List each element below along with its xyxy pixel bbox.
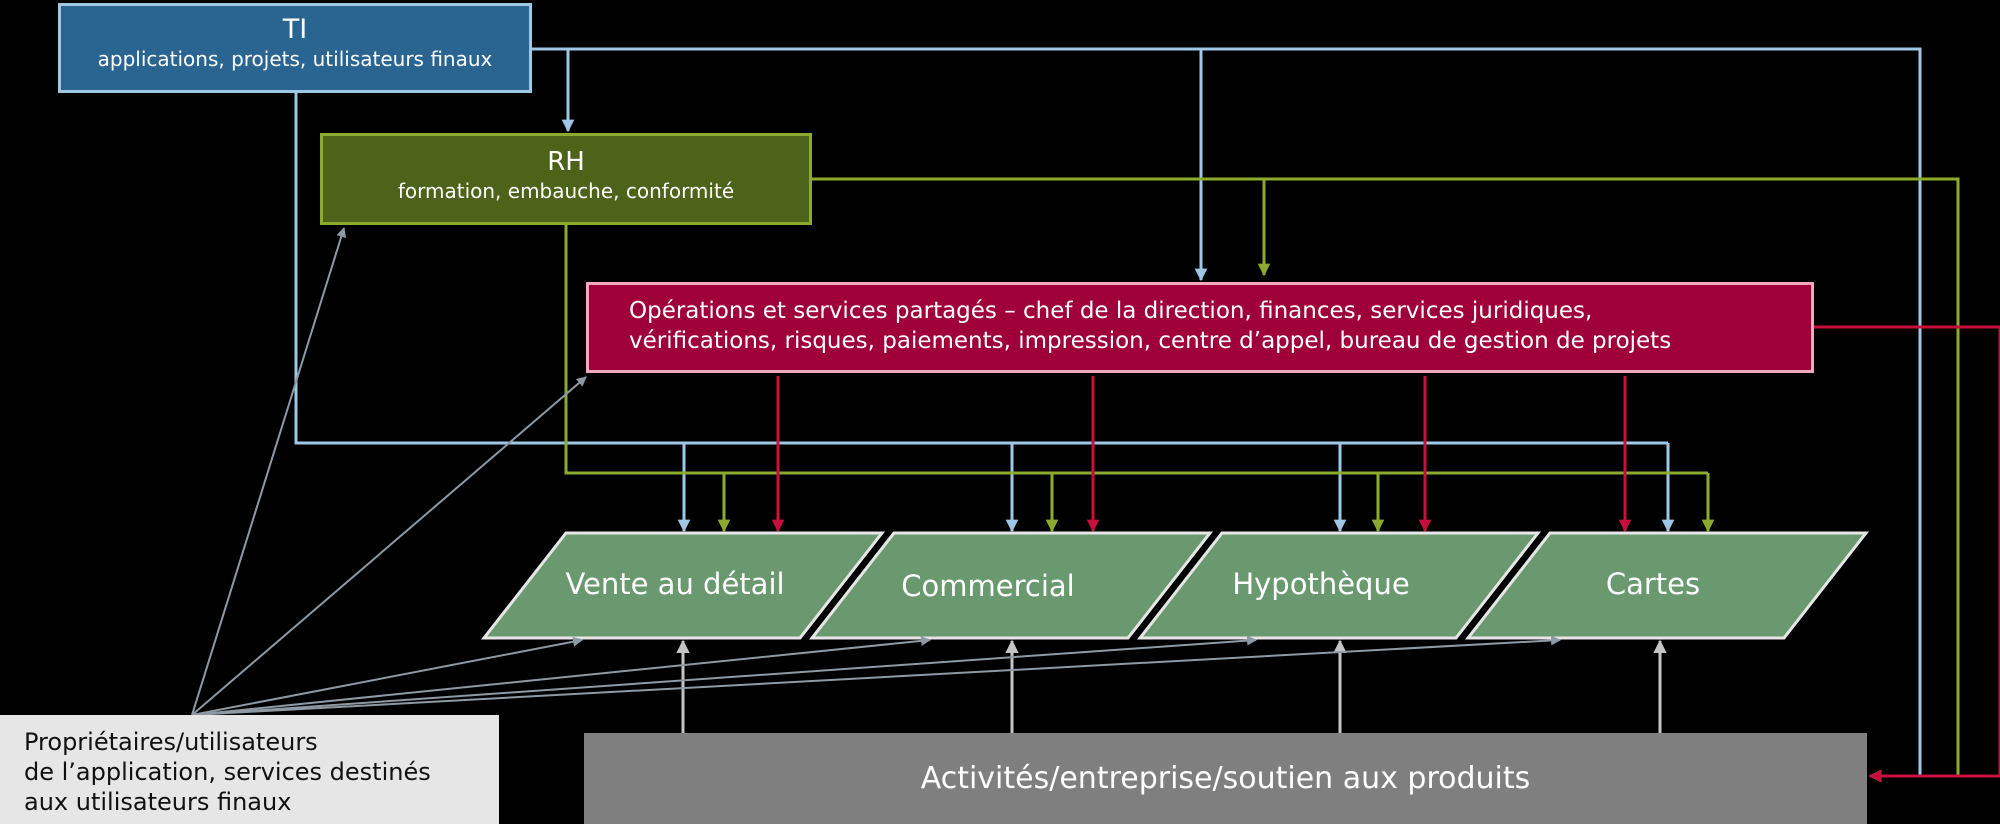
commercial-shape	[808, 531, 1214, 640]
operations-line-2: vérifications, risques, paiements, impre…	[629, 328, 1672, 354]
support-connectors	[676, 639, 1667, 733]
ti-title: TI	[282, 14, 308, 45]
rh-to-operations-arrow	[812, 177, 1271, 277]
owners-line-2: de l’application, services destinés	[24, 758, 431, 786]
ti-to-rh-arrow	[532, 47, 575, 133]
operations-connectors	[771, 325, 2000, 783]
hypotheque-shape	[1136, 531, 1542, 640]
business-unit-vente-label: Vente au détail	[565, 567, 785, 601]
owners-to-commercial-arrow	[191, 635, 931, 716]
rh-to-support-arrow	[1264, 177, 1960, 783]
rh-box: RH formation, embauche, conformité	[320, 133, 812, 225]
ti-connectors	[294, 47, 1922, 783]
owners-box: Propriétaires/utilisateurs de l’applicat…	[0, 715, 499, 824]
rh-connectors	[564, 177, 1960, 783]
owners-line-3: aux utilisateurs finaux	[24, 788, 292, 816]
business-unit-hypotheque-label: Hypothèque	[1232, 567, 1410, 601]
owners-line-1: Propriétaires/utilisateurs	[24, 728, 318, 756]
ti-to-support-arrow	[1201, 47, 1922, 783]
cartes-shape	[1464, 531, 1870, 640]
operations-line-1: Opérations et services partagés – chef d…	[629, 298, 1593, 324]
owners-connectors	[191, 227, 1561, 716]
vente-shape	[480, 531, 886, 640]
owners-to-rh-arrow	[191, 227, 347, 716]
business-unit-shapes	[480, 531, 1870, 640]
rh-subtitle: formation, embauche, conformité	[397, 179, 735, 203]
operations-box: Opérations et services partagés – chef d…	[586, 282, 1814, 373]
business-unit-cartes-label: Cartes	[1605, 567, 1701, 601]
ti-subtitle: applications, projets, utilisateurs fina…	[97, 47, 493, 71]
owners-to-operations-arrow	[191, 376, 587, 716]
owners-to-vente-arrow	[191, 636, 583, 716]
owners-to-cartes-arrow	[191, 635, 1561, 716]
ops-to-support-arrow	[1814, 325, 2000, 783]
business-unit-commercial-label: Commercial	[901, 569, 1075, 603]
owners-to-hypotheque-arrow	[191, 635, 1257, 716]
ti-trunk-line	[294, 93, 1668, 445]
rh-trunk-line	[564, 225, 1708, 475]
ti-box: TI applications, projets, utilisateurs f…	[58, 3, 532, 93]
rh-title: RH	[547, 147, 585, 177]
support-box: Activités/entreprise/soutien aux produit…	[584, 733, 1867, 824]
